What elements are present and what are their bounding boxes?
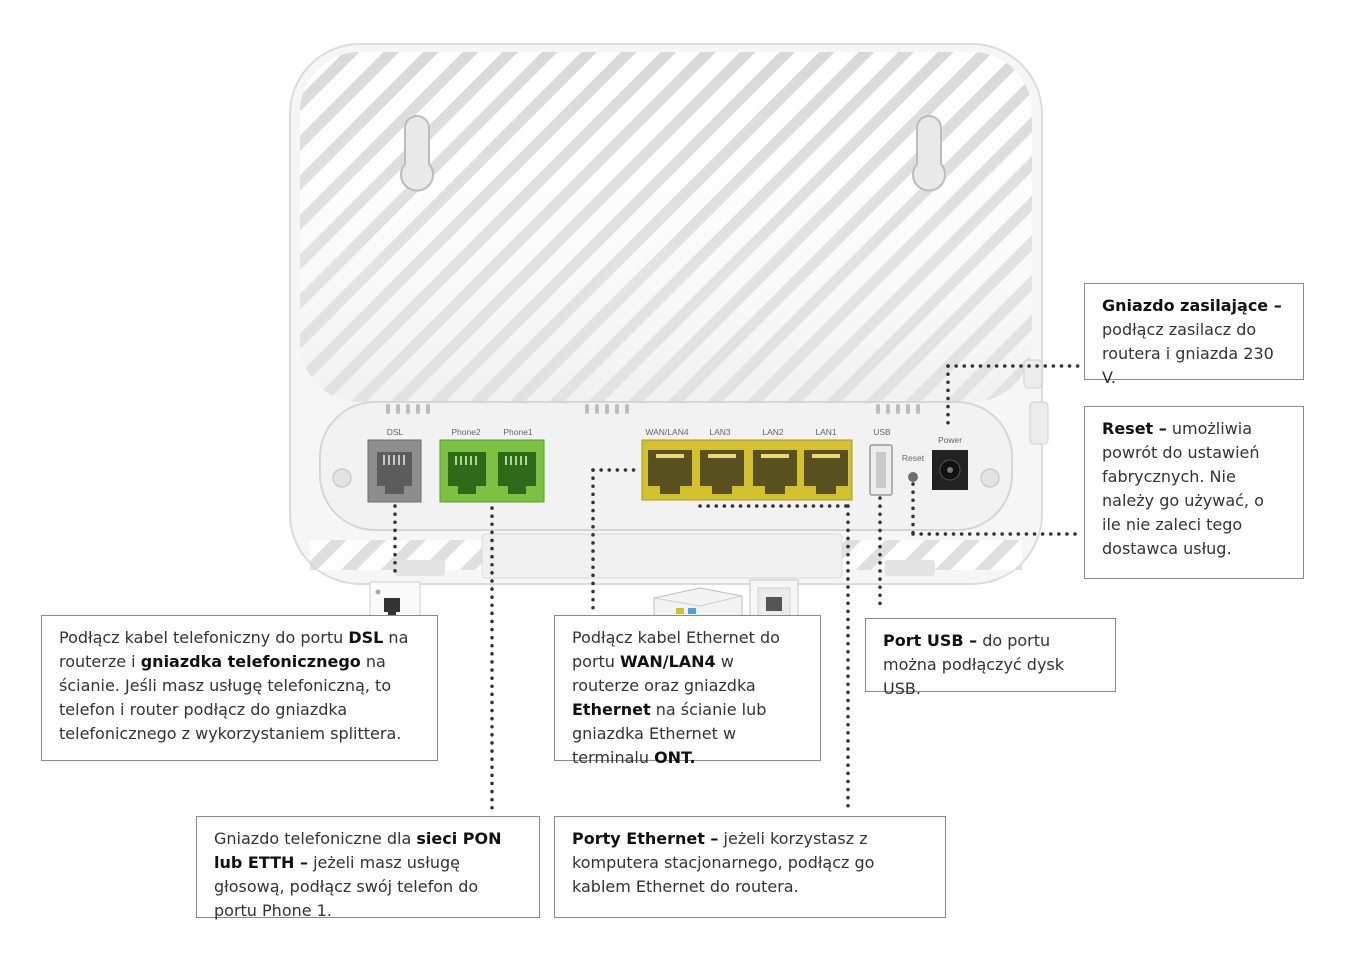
callout-phone-text-2: jeżeli masz usługę głosową, podłącz swój… [214,853,479,920]
power-socket [932,450,968,490]
callout-dsl-bold-1: DSL [348,628,384,647]
callout-reset: Reset – umożliwia powrót do ustawień fab… [1084,406,1304,579]
callout-wan: Podłącz kabel Ethernet do portu WAN/LAN4… [554,615,821,767]
dsl-port-label: DSL [387,427,404,437]
callout-wan-bold-2: Ethernet [572,700,651,719]
usb-port [869,444,893,496]
callout-usb-title: Port USB – [883,631,978,650]
usb-port-label: USB [873,427,891,437]
callout-reset-title: Reset – [1102,419,1167,438]
lan3-port-label: LAN3 [709,427,731,437]
callout-dsl-text-3: na ścianie. Jeśli masz usługę telefonicz… [59,652,402,743]
lan2-port-label: LAN2 [762,427,784,437]
connector-lines [393,364,1082,814]
lan1-port-label: LAN1 [815,427,837,437]
callout-ethernet: Porty Ethernet – jeżeli korzystasz z kom… [554,816,946,918]
callout-wan-bold-3: ONT. [654,748,696,767]
callout-ethernet-text: jeżeli korzystasz z komputera stacjonarn… [572,829,875,896]
phone-ports [439,439,545,503]
callout-phone-bold-1: sieci PON lub ETTH – [214,829,502,872]
reset-button-icon [908,472,918,482]
callout-dsl: Podłącz kabel telefoniczny do portu DSL … [41,615,438,761]
callout-phone: Gniazdo telefoniczne dla sieci PON lub E… [196,816,540,920]
callout-reset-text: umożliwia powrót do ustawień fabrycznych… [1102,419,1264,558]
reset-label: Reset [902,453,925,463]
phone2-port-label: Phone2 [451,427,481,437]
callout-dsl-text-1: Podłącz kabel telefoniczny do portu [59,628,349,647]
callout-dsl-text-2: na routerze i [59,628,409,671]
callout-wan-text-1: Podłącz kabel Ethernet do portu [572,628,780,671]
callout-usb-text: do portu można podłączyć dysk USB. [883,631,1065,698]
callout-phone-text-1: Gniazdo telefoniczne dla [214,829,417,848]
callout-power-title: Gniazdo zasilające – [1102,296,1282,315]
callout-ethernet-title: Porty Ethernet – [572,829,719,848]
callout-wan-text-2: w routerze oraz gniazdka [572,652,756,695]
callout-wan-bold-1: WAN/LAN4 [620,652,716,671]
keyhole-left-icon [400,115,434,192]
callout-wan-text-3: na ścianie lub gniazdka Ethernet w termi… [572,700,767,767]
callout-usb: Port USB – do portu można podłączyć dysk… [865,618,1116,698]
phone1-port-label: Phone1 [503,427,533,437]
keyhole-right-icon [912,115,946,192]
callout-power: Gniazdo zasilające – podłącz zasilacz do… [1084,283,1304,387]
callout-power-text: podłącz zasilacz do routera i gniazda 23… [1102,320,1274,387]
lan-ports [641,439,853,501]
wan-lan4-port-label: WAN/LAN4 [645,427,688,437]
dsl-port [367,439,422,503]
callout-dsl-bold-2: gniazdka telefonicznego [140,652,361,671]
power-port-label: Power [938,435,962,445]
